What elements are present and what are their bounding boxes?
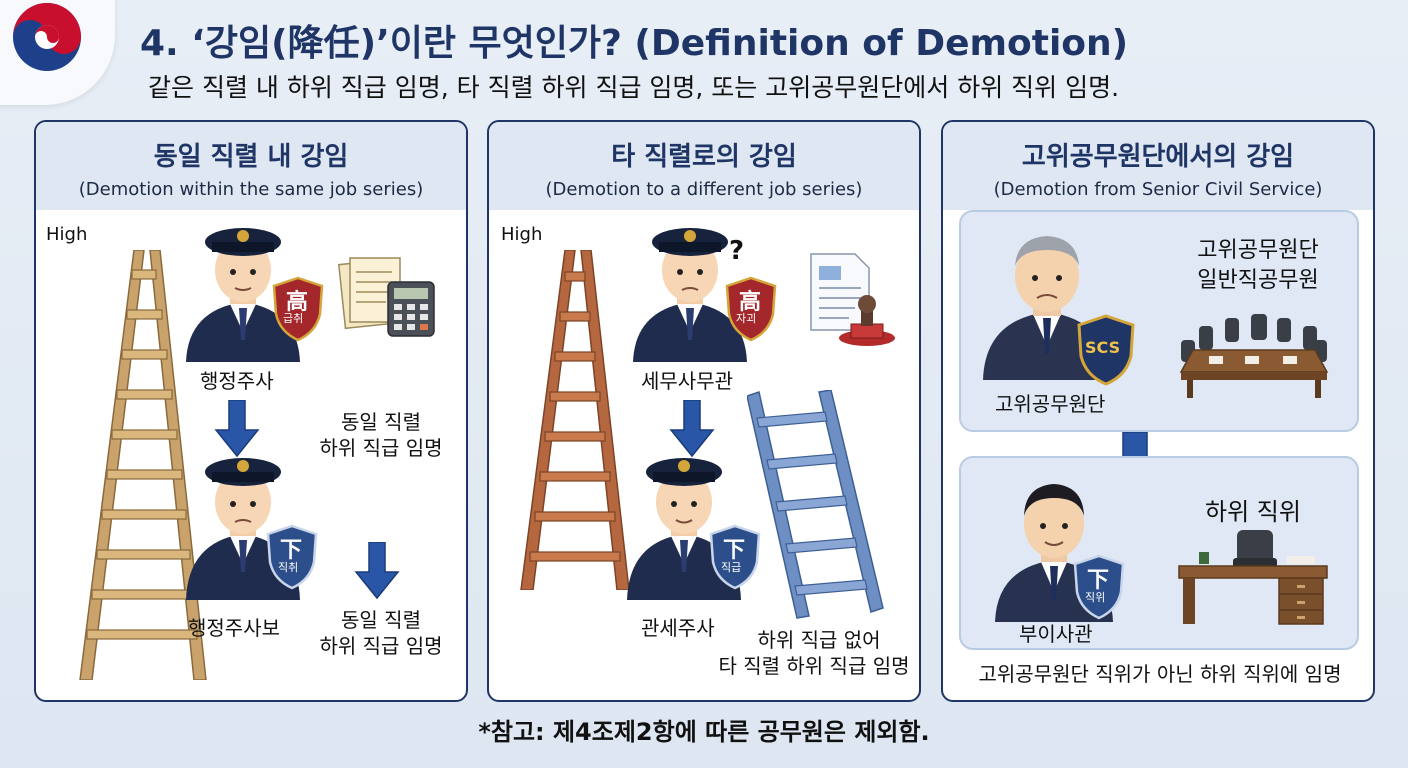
shield-icon	[1077, 314, 1135, 386]
panel-header: 고위공무원단에서의 강임 (Demotion from Senior Civil…	[943, 122, 1373, 210]
logo-container	[0, 0, 115, 105]
ladder-illustration	[520, 250, 630, 590]
panel-title: 동일 직렬 내 강임	[153, 142, 349, 172]
shield-icon	[266, 524, 318, 590]
badge-subtext: 직취	[278, 561, 299, 574]
question-mark: ?	[729, 236, 745, 266]
panel-subtitle: (Demotion from Senior Civil Service)	[993, 179, 1323, 200]
role-line: 고위공무원단	[1197, 238, 1319, 263]
page-subtitle: 같은 직렬 내 하위 직급 임명, 타 직렬 하위 직급 임명, 또는 고위공무…	[148, 73, 1120, 102]
senior-official-illustration	[983, 236, 1111, 380]
badge-subtext: 직위	[1085, 591, 1106, 604]
panel-subtitle: (Demotion to a different job series)	[545, 179, 863, 200]
high-label: High	[46, 224, 88, 245]
down-arrow-icon	[669, 400, 715, 458]
role-line: 하위 직위	[1205, 498, 1301, 526]
panel-title: 고위공무원단에서의 강임	[1021, 142, 1295, 172]
panel-body: SCS 고위공무원단 일반직공무원 고위공무원단	[943, 210, 1373, 700]
badge-char: 高	[286, 290, 309, 315]
note-line: 동일 직렬	[341, 410, 421, 434]
badge-char: 下	[723, 538, 746, 563]
shield-icon	[709, 524, 761, 590]
panel-header: 타 직렬로의 강임 (Demotion to a different job s…	[489, 122, 919, 210]
page-title: 4. ‘강임(降任)’이란 무엇인가? (Definition of Demot…	[140, 23, 1129, 64]
person-label: 행정주사보	[188, 616, 280, 640]
badge-subtext: 직급	[721, 561, 742, 574]
down-arrow-icon	[354, 542, 400, 600]
office-desk-icon	[1178, 530, 1328, 625]
scs-badge-text: SCS	[1085, 338, 1121, 357]
panel-body: High	[36, 210, 466, 700]
document-stamp-icon	[810, 253, 895, 346]
person-label: 행정주사	[200, 369, 274, 393]
officer-illustration	[633, 228, 747, 362]
note-line: 하위 직급 임명	[319, 634, 443, 658]
person-label: 고위공무원단	[995, 392, 1106, 416]
panel-same-series: 동일 직렬 내 강임 (Demotion within the same job…	[34, 120, 468, 702]
conference-table-icon	[1179, 314, 1329, 398]
shield-icon	[1073, 554, 1125, 620]
note-line: 하위 직급 없어	[757, 628, 881, 652]
badge-subtext: 급취	[283, 312, 304, 325]
badge-char: 高	[739, 290, 762, 315]
note-line: 하위 직급 임명	[319, 436, 443, 460]
officer-illustration	[186, 228, 300, 362]
note-line: 타 직렬 하위 직급 임명	[718, 654, 910, 678]
ladder-illustration	[747, 390, 884, 619]
badge-subtext: 자괴	[736, 312, 757, 325]
badge-char: 下	[280, 538, 303, 563]
government-emblem-icon	[13, 3, 81, 71]
shield-icon	[725, 276, 777, 342]
panel-header: 동일 직렬 내 강임 (Demotion within the same job…	[36, 122, 466, 210]
panel-caption: 고위공무원단 직위가 아닌 하위 직위에 임명	[978, 662, 1342, 686]
documents-calculator-icon	[337, 257, 435, 337]
person-label: 관세주사	[641, 616, 715, 640]
panel-different-series: 타 직렬로의 강임 (Demotion to a different job s…	[487, 120, 921, 702]
shield-icon	[272, 276, 324, 342]
panel-title: 타 직렬로의 강임	[611, 142, 797, 172]
person-label: 세무사무관	[641, 369, 733, 393]
badge-char: 下	[1087, 568, 1110, 593]
panel-body: High	[489, 210, 919, 700]
high-label: High	[501, 224, 543, 245]
down-arrow-icon	[214, 400, 260, 458]
person-label: 부이사관	[1019, 622, 1093, 646]
note-line: 동일 직렬	[341, 608, 421, 632]
footnote: *참고: 제4조제2항에 따른 공무원은 제외함.	[478, 718, 930, 746]
role-line: 일반직공무원	[1197, 268, 1319, 293]
panel-subtitle: (Demotion within the same job series)	[78, 179, 424, 200]
panel-senior-civil-service: 고위공무원단에서의 강임 (Demotion from Senior Civil…	[941, 120, 1375, 702]
